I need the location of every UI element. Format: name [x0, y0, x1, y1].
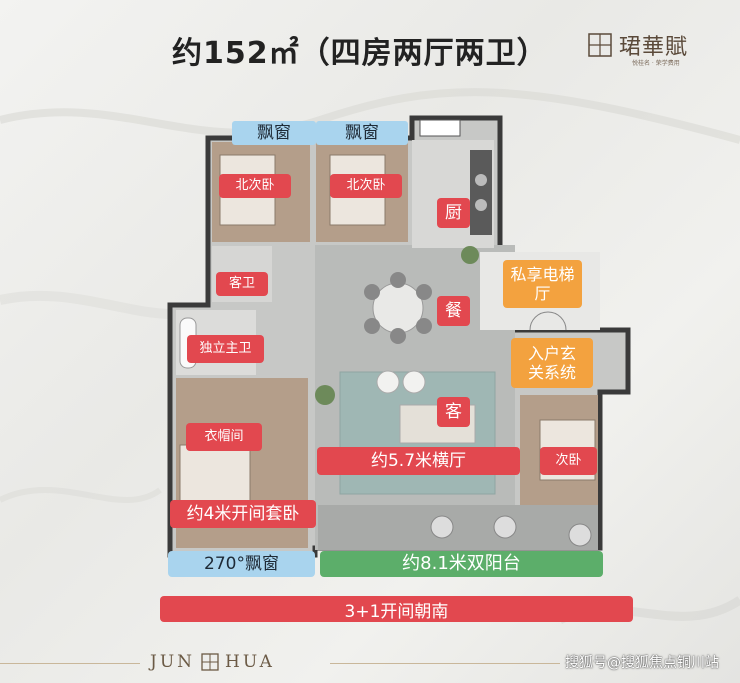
dining-label: 餐 — [437, 296, 470, 326]
north-bedroom-label-1: 北次卧 — [219, 174, 291, 198]
bay-window-label-1: 飘窗 — [232, 121, 316, 145]
private-elevator-hall-text: 私享电梯厅 — [510, 264, 575, 303]
footer-line-right — [330, 663, 560, 664]
footer-line-left — [0, 663, 140, 664]
private-elevator-hall-label: 私享电梯厅 — [503, 260, 582, 308]
brand-name: 珺華賦 — [619, 35, 689, 60]
living-label: 客 — [437, 397, 470, 427]
entrance-system-text: 入户玄关系统 — [527, 343, 576, 382]
bay-window-label-2: 飘窗 — [316, 121, 408, 145]
brand-subtitle: 悦桂名 · 荣学费用 — [632, 60, 680, 67]
balcony-label: 约8.1米双阳台 — [320, 551, 603, 577]
south-facing-banner: 3+1开间朝南 — [160, 596, 633, 622]
master-bath-label: 独立主卫 — [187, 335, 264, 363]
page-title: 约152㎡（四房两厅两卫） — [172, 36, 548, 71]
master-suite-label: 约4米开间套卧 — [170, 500, 316, 528]
north-bedroom-label-2: 北次卧 — [330, 174, 402, 198]
brand: 珺華賦 — [587, 29, 688, 61]
bay-window-270-label: 270°飘窗 — [168, 551, 315, 577]
brand-logo-icon — [588, 33, 612, 57]
footer-logo-icon — [201, 653, 219, 671]
walk-in-closet-label: 衣帽间 — [186, 423, 262, 451]
second-bedroom-label: 次卧 — [540, 447, 597, 475]
living-hall-label: 约5.7米横厅 — [317, 447, 520, 475]
guest-bath-label: 客卫 — [216, 272, 268, 296]
kitchen-label: 厨 — [437, 198, 470, 228]
footer-logo-left: JUN — [150, 652, 196, 672]
footer-logo: JUN HUA — [150, 652, 275, 672]
footer-logo-right: HUA — [225, 652, 275, 672]
entrance-system-label: 入户玄关系统 — [511, 338, 593, 388]
watermark: 搜狐号@搜狐焦点铜川站 — [565, 655, 719, 671]
